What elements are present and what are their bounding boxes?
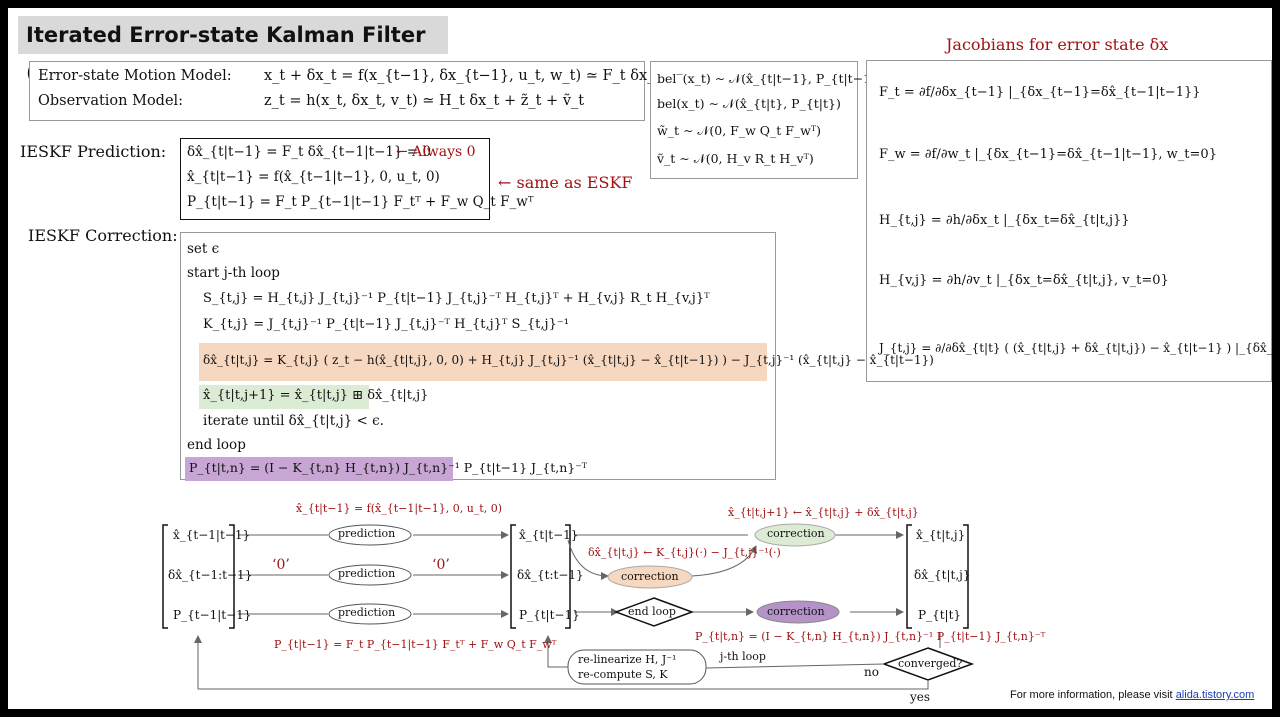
- correction-ellipse-orange: [607, 565, 693, 589]
- end-loop-diamond: [613, 597, 695, 627]
- prediction-eq1: δx̂_{t|t−1} = F_t δx̂_{t−1|t−1} = 0: [187, 144, 432, 160]
- mid-vector-bracket-left: [510, 524, 516, 629]
- observation-model-equation: z_t = h(x_t, δx_t, v_t) ≃ H_t δx_t + z̃_…: [264, 93, 585, 109]
- input-vector-bracket-left: [162, 524, 168, 629]
- update-equation: x̂_{t|t,j+1} = x̂_{t|t,j} ⊞ δx̂_{t|t,j}: [203, 388, 429, 403]
- prediction-node-1: prediction: [338, 527, 396, 540]
- jacobian-Hv: H_{v,j} = ∂h/∂v_t |_{δx_t=δx̂_{t|t,j}, v…: [879, 273, 1169, 288]
- bottom-flow-equation: P_{t|t−1} = F_t P_{t−1|t−1} F_tᵀ + F_w Q…: [274, 638, 557, 651]
- out-vec-1: δx̂_{t|t,j}: [914, 568, 971, 582]
- prediction-ellipse-1: [328, 524, 412, 546]
- dx-highlight: δx̂_{t|t,j} = K_{t,j} ( z_t − h(x̂_{t|t,…: [199, 343, 934, 381]
- mid-vector-bracket-right: [565, 524, 571, 629]
- jacobian-Ht: H_{t,j} = ∂h/∂δx_t |_{δx_t=δx̂_{t|t,j}}: [879, 213, 1130, 228]
- correction-box: set ϵ start j-th loop S_{t,j} = H_{t,j} …: [180, 232, 934, 481]
- belief-bar: bel‾(x_t) ∼ 𝒩(x̂_{t|t−1}, P_{t|t−1}): [657, 71, 884, 86]
- arrow-relin-up: [544, 635, 568, 668]
- belief-box: bel‾(x_t) ∼ 𝒩(x̂_{t|t−1}, P_{t|t−1}) bel…: [650, 61, 884, 179]
- mid-vec-2: P_{t|t−1}: [519, 608, 580, 622]
- prediction-ellipse-3: [328, 603, 412, 625]
- zero-label-2: ‘0’: [432, 557, 450, 573]
- start-loop: start j-th loop: [187, 265, 280, 281]
- motion-model-label: Error-state Motion Model:: [38, 68, 232, 84]
- footer-text: For more information, please visit: [1010, 689, 1173, 701]
- out-vec-0: x̂_{t|t,j}: [916, 528, 966, 542]
- page-title: Iterated Error-state Kalman Filter (IESK…: [18, 16, 448, 85]
- prediction-box: δx̂_{t|t−1} = F_t δx̂_{t−1|t−1} = 0 x̂_{…: [180, 138, 534, 220]
- arrow-yes: [194, 635, 929, 690]
- in-vec-1: δx̂_{t−1:t−1}: [168, 568, 253, 582]
- zero-label-1: ‘0’: [272, 557, 290, 573]
- S-equation: S_{t,j} = H_{t,j} J_{t,j}⁻¹ P_{t|t−1} J_…: [203, 291, 710, 306]
- jacobian-Fw: F_w = ∂f/∂w_t |_{δx_{t−1}=δx̂_{t−1|t−1},…: [879, 147, 1217, 162]
- prediction-eq3: P_{t|t−1} = F_t P_{t−1|t−1} F_tᵀ + F_w Q…: [187, 194, 534, 210]
- arrow-no: [705, 663, 885, 669]
- out-vector-bracket-right: [963, 524, 969, 629]
- P-flow-equation: P_{t|t,n} = (I − K_{t,n} H_{t,n}) J_{t,n…: [695, 630, 1046, 643]
- mid-vec-0: x̂_{t|t−1}: [519, 528, 579, 542]
- relinearize-text: re-linearize H, J⁻¹: [578, 653, 677, 666]
- yes-label: yes: [910, 690, 931, 704]
- iterate-until: iterate until δx̂_{t|t,j} < ϵ.: [203, 413, 384, 429]
- top-flow-equation: x̂_{t|t−1} = f(x̂_{t−1|t−1}, 0, u_t, 0): [296, 502, 502, 515]
- correction-ellipse-purple: [756, 600, 840, 624]
- correction-node-purple: correction: [767, 605, 825, 618]
- prediction-eq2: x̂_{t|t−1} = f(x̂_{t−1|t−1}, 0, u_t, 0): [187, 169, 440, 185]
- process-noise: w̃_t ∼ 𝒩(0, F_w Q_t F_wᵀ): [657, 123, 821, 138]
- prediction-node-2: prediction: [338, 567, 396, 580]
- converged-node: converged?: [898, 657, 963, 670]
- observation-model-label: Observation Model:: [38, 93, 184, 109]
- jacobians-title: Jacobians for error state δx: [946, 35, 1169, 54]
- footer: For more information, please visit alida…: [1010, 689, 1254, 701]
- update-highlight: x̂_{t|t,j+1} = x̂_{t|t,j} ⊞ δx̂_{t|t,j}: [199, 385, 428, 409]
- footer-link[interactable]: alida.tistory.com: [1175, 689, 1255, 701]
- K-equation: K_{t,j} = J_{t,j}⁻¹ P_{t|t−1} J_{t,j}⁻ᵀ …: [203, 317, 569, 332]
- prediction-label: IESKF Prediction:: [20, 142, 167, 161]
- arrow-corr-to-corr: [691, 545, 757, 577]
- set-epsilon: set ϵ: [187, 241, 220, 257]
- measurement-noise: ṽ_t ∼ 𝒩(0, H_v R_t H_vᵀ): [657, 151, 814, 166]
- jacobians-box: F_t = ∂f/∂δx_{t−1} |_{δx_{t−1}=δx̂_{t−1|…: [866, 60, 1272, 382]
- P-equation: P_{t|t,n} = (I − K_{t,n} H_{t,n}) J_{t,n…: [189, 460, 588, 475]
- out-vector-bracket-left: [906, 524, 912, 629]
- belief: bel(x_t) ∼ 𝒩(x̂_{t|t}, P_{t|t}): [657, 96, 841, 111]
- same-as-eskf-note: ← same as ESKF: [498, 173, 633, 192]
- recompute-text: re-compute S, K: [578, 668, 668, 681]
- input-vector-bracket-right: [229, 524, 235, 629]
- correction-node-orange: correction: [621, 570, 679, 583]
- jth-loop-label: j-th loop: [720, 650, 766, 663]
- always-zero-note: ← Always 0: [396, 144, 476, 160]
- in-vec-2: P_{t−1|t−1}: [173, 608, 252, 622]
- out-vec-2: P_{t|t}: [918, 608, 962, 622]
- P-highlight: P_{t|t,n} = (I − K_{t,n} H_{t,n}) J_{t,n…: [185, 457, 587, 481]
- in-vec-0: x̂_{t−1|t−1}: [173, 528, 251, 542]
- slide: Iterated Error-state Kalman Filter (IESK…: [8, 8, 1272, 709]
- prediction-ellipse-2: [328, 564, 412, 586]
- jacobian-Jt: J_{t,j} = ∂/∂δx̂_{t|t} ( (x̂_{t|t,j} + δ…: [879, 341, 1272, 355]
- no-label: no: [864, 665, 879, 679]
- dx-equation: δx̂_{t|t,j} = K_{t,j} ( z_t − h(x̂_{t|t,…: [203, 353, 934, 367]
- correction-ellipse-green: [754, 523, 836, 547]
- model-box: Error-state Motion Model: x_t + δx_t = f…: [29, 61, 747, 121]
- jacobian-Ft: F_t = ∂f/∂δx_{t−1} |_{δx_{t−1}=δx̂_{t−1|…: [879, 85, 1201, 100]
- correction-node-green: correction: [767, 527, 825, 540]
- motion-model-equation: x_t + δx_t = f(x_{t−1}, δx_{t−1}, u_t, w…: [264, 68, 747, 84]
- flow-diagram: [162, 523, 975, 690]
- mid-vec-1: δx̂_{t:t−1}: [517, 568, 584, 582]
- end-loop-node: end loop: [628, 605, 676, 618]
- end-loop: end loop: [187, 437, 246, 453]
- prediction-node-3: prediction: [338, 606, 396, 619]
- dx-flow-equation: δx̂_{t|t,j} ← K_{t,j}(·) − J_{t,j}⁻¹(·): [588, 546, 781, 559]
- update-flow-equation: x̂_{t|t,j+1} ← x̂_{t|t,j} + δx̂_{t|t,j}: [728, 506, 919, 519]
- arrow-to-correction: [567, 539, 609, 580]
- correction-label: IESKF Correction:: [28, 226, 178, 245]
